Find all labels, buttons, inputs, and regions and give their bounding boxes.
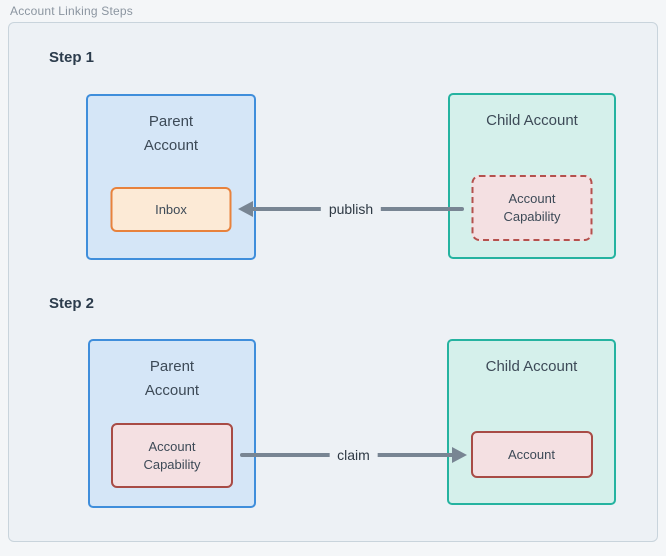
parent-account-title-step1: Parent Account: [143, 113, 199, 154]
child-account-title-step2: Child Account: [485, 358, 578, 375]
claim-arrow: claim: [240, 447, 467, 463]
child-account-node-step1: Child Account Account Capability: [448, 93, 616, 259]
child-account-node-step2: Child Account Account: [447, 339, 616, 505]
arrowhead-right-icon: [452, 447, 467, 463]
account-node-step2: Account: [470, 431, 593, 478]
diagram-title: Account Linking Steps: [10, 4, 133, 18]
account-capability-node-step2: Account Capability: [111, 423, 233, 488]
arrowhead-left-icon: [238, 201, 253, 217]
publish-arrow: publish: [238, 201, 464, 217]
child-account-title-step1: Child Account: [486, 112, 578, 129]
claim-arrow-label: claim: [329, 447, 378, 463]
parent-account-title-step2: Parent Account: [144, 358, 200, 399]
step-2-label: Step 2: [49, 295, 95, 312]
publish-arrow-label: publish: [320, 201, 382, 217]
account-capability-node-step1: Account Capability: [471, 175, 593, 241]
diagram-canvas: Step 1 Parent Account Inbox Child Accoun…: [8, 22, 658, 542]
inbox-node: Inbox: [110, 187, 232, 232]
parent-account-node-step2: Parent Account Account Capability: [88, 339, 256, 508]
step-1-label: Step 1: [49, 49, 95, 66]
parent-account-node-step1: Parent Account Inbox: [86, 94, 256, 260]
